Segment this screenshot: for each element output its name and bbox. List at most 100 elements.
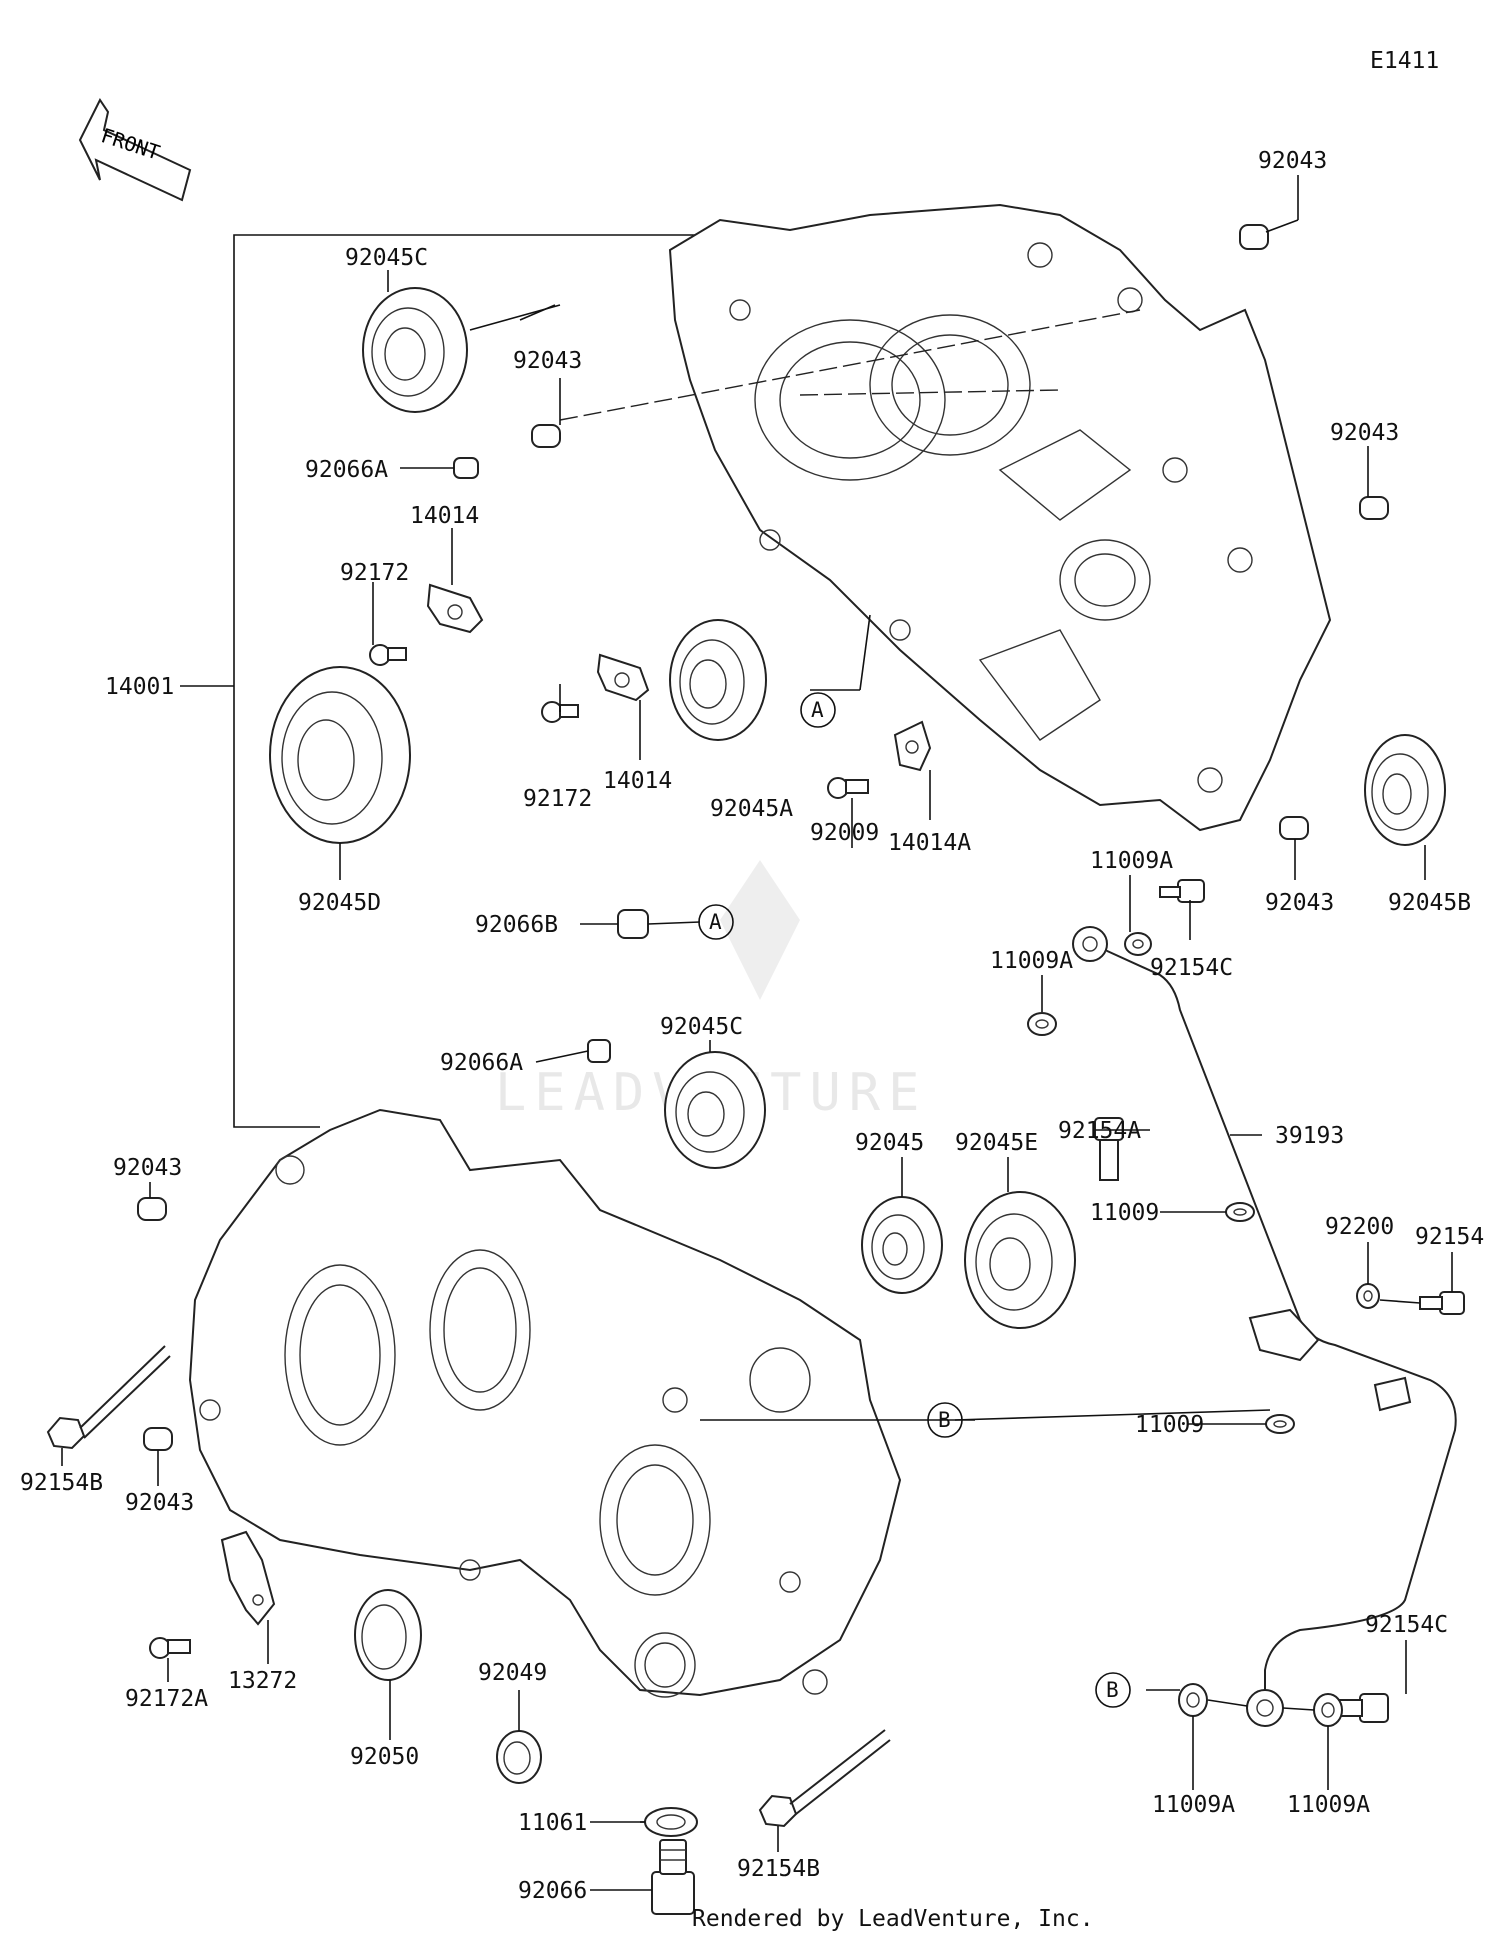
- callout-92154: 92154: [1415, 1224, 1484, 1250]
- washer-11009a-2: [1027, 1012, 1057, 1036]
- svg-text:B: B: [1106, 1678, 1119, 1702]
- drain-plug-92066: [651, 1839, 695, 1915]
- callout-92043-d: 92043: [1265, 890, 1334, 916]
- screw-92009: [827, 777, 869, 799]
- callout-92045e: 92045E: [955, 1130, 1038, 1156]
- callout-14014a: 14014A: [888, 830, 971, 856]
- callout-92043-b: 92043: [513, 348, 582, 374]
- callout-92045c-upper: 92045C: [345, 245, 428, 271]
- bearing-92045d: [269, 666, 411, 844]
- bearing-92045e: [964, 1191, 1076, 1329]
- callout-labels: 92043 92045C 92043 92066A 14014 92172 14…: [20, 148, 1484, 1904]
- front-arrow-icon: FRONT: [78, 98, 192, 202]
- dowel-pin-92043-e: [137, 1197, 167, 1221]
- callout-92154b-left: 92154B: [20, 1470, 103, 1496]
- callout-92043-f: 92043: [125, 1490, 194, 1516]
- bolt-92154a: [1094, 1117, 1124, 1181]
- callout-14001: 14001: [105, 674, 174, 700]
- callout-11009a-2: 11009A: [990, 948, 1073, 974]
- oil-pipe-39193: [1072, 926, 1457, 1727]
- diagram-code: E1411: [1370, 48, 1439, 74]
- ref-marker-a-2: A: [698, 904, 734, 940]
- bolt-92154: [1419, 1291, 1465, 1315]
- ref-marker-a-1: A: [800, 692, 836, 728]
- callout-92045b: 92045B: [1388, 890, 1471, 916]
- bolt-92154b-left: [46, 1345, 171, 1450]
- callout-11009a-3: 11009A: [1152, 1792, 1235, 1818]
- svg-text:A: A: [709, 910, 722, 934]
- bolt-92154c-upper: [1159, 879, 1205, 903]
- footer-credit: Rendered by LeadVenture, Inc.: [692, 1906, 1094, 1932]
- screw-92172-upper: [369, 644, 407, 666]
- collar-92066b: [617, 909, 649, 939]
- callout-92154a: 92154A: [1058, 1118, 1141, 1144]
- callout-92066: 92066: [518, 1878, 587, 1904]
- oil-seal-92049: [496, 1730, 542, 1784]
- callout-92154b-bottom: 92154B: [737, 1856, 820, 1882]
- washer-11009a-4: [1313, 1693, 1343, 1727]
- callout-92009: 92009: [810, 820, 879, 846]
- dowel-pin-92043-a: [1239, 224, 1269, 250]
- crankcase-left-half: [188, 1108, 902, 1698]
- callout-92066a-upper: 92066A: [305, 457, 388, 483]
- callout-92049: 92049: [478, 1660, 547, 1686]
- callout-92045d: 92045D: [298, 890, 381, 916]
- callout-92172-upper: 92172: [340, 560, 409, 586]
- gasket-11061: [644, 1807, 698, 1837]
- leader-lines: [61, 175, 1453, 1891]
- crankcase-assembly-bracket: [233, 234, 715, 1128]
- callout-11009a-1: 11009A: [1090, 848, 1173, 874]
- callout-92050: 92050: [350, 1744, 419, 1770]
- callout-92043-c: 92043: [1330, 420, 1399, 446]
- ref-marker-b-1: B: [927, 1402, 963, 1438]
- crankcase-right-half: [668, 203, 1332, 832]
- callout-92172-lower: 92172: [523, 786, 592, 812]
- plate-14014-upper: [426, 583, 484, 634]
- bearing-92045c-upper: [362, 287, 468, 413]
- callout-11009a-4: 11009A: [1287, 1792, 1370, 1818]
- washer-11009a-3: [1178, 1683, 1208, 1717]
- bolt-92154b-bottom: [758, 1729, 891, 1828]
- callout-92066b: 92066B: [475, 912, 558, 938]
- bearing-92045: [861, 1196, 943, 1294]
- bearing-92045a: [669, 619, 767, 741]
- plate-14014a: [893, 720, 932, 772]
- callout-92043-e: 92043: [113, 1155, 182, 1181]
- callout-92066a-lower: 92066A: [440, 1050, 523, 1076]
- callout-11061: 11061: [518, 1810, 587, 1836]
- callout-92154c-upper: 92154C: [1150, 955, 1233, 981]
- callout-11009-1: 11009: [1090, 1200, 1159, 1226]
- callout-92043-a: 92043: [1258, 148, 1327, 174]
- dowel-pin-92043-b: [531, 424, 561, 448]
- callout-92154c-lower: 92154C: [1365, 1612, 1448, 1638]
- callout-92200: 92200: [1325, 1214, 1394, 1240]
- bearing-92045b: [1364, 734, 1446, 846]
- callout-11009-2: 11009: [1135, 1412, 1204, 1438]
- callout-92172a: 92172A: [125, 1686, 208, 1712]
- ref-marker-b-2: B: [1095, 1672, 1131, 1708]
- svg-text:A: A: [811, 698, 824, 722]
- callout-92045c-lower: 92045C: [660, 1014, 743, 1040]
- plate-14014-lower: [596, 653, 650, 702]
- bracket-13272: [220, 1530, 276, 1626]
- alignment-lines: [559, 309, 1141, 421]
- bearing-92045c-lower: [664, 1051, 766, 1169]
- svg-text:B: B: [938, 1408, 951, 1432]
- dowel-pin-92043-c: [1359, 496, 1389, 520]
- washer-11009-1: [1225, 1202, 1255, 1222]
- pin-92066a-upper: [453, 457, 479, 479]
- bolt-92154c-lower: [1335, 1693, 1389, 1723]
- dowel-pin-92043-d: [1279, 816, 1309, 840]
- washer-92200: [1356, 1283, 1380, 1309]
- screw-92172a: [149, 1637, 191, 1659]
- washer-11009-2: [1265, 1414, 1295, 1434]
- callout-39193: 39193: [1275, 1123, 1344, 1149]
- callout-92045a: 92045A: [710, 796, 793, 822]
- callout-14014-lower: 14014: [603, 768, 672, 794]
- callout-92045: 92045: [855, 1130, 924, 1156]
- pin-92066a-lower: [587, 1039, 611, 1063]
- callout-13272: 13272: [228, 1668, 297, 1694]
- washer-11009a-1: [1124, 932, 1152, 956]
- oil-seal-92050: [354, 1589, 422, 1681]
